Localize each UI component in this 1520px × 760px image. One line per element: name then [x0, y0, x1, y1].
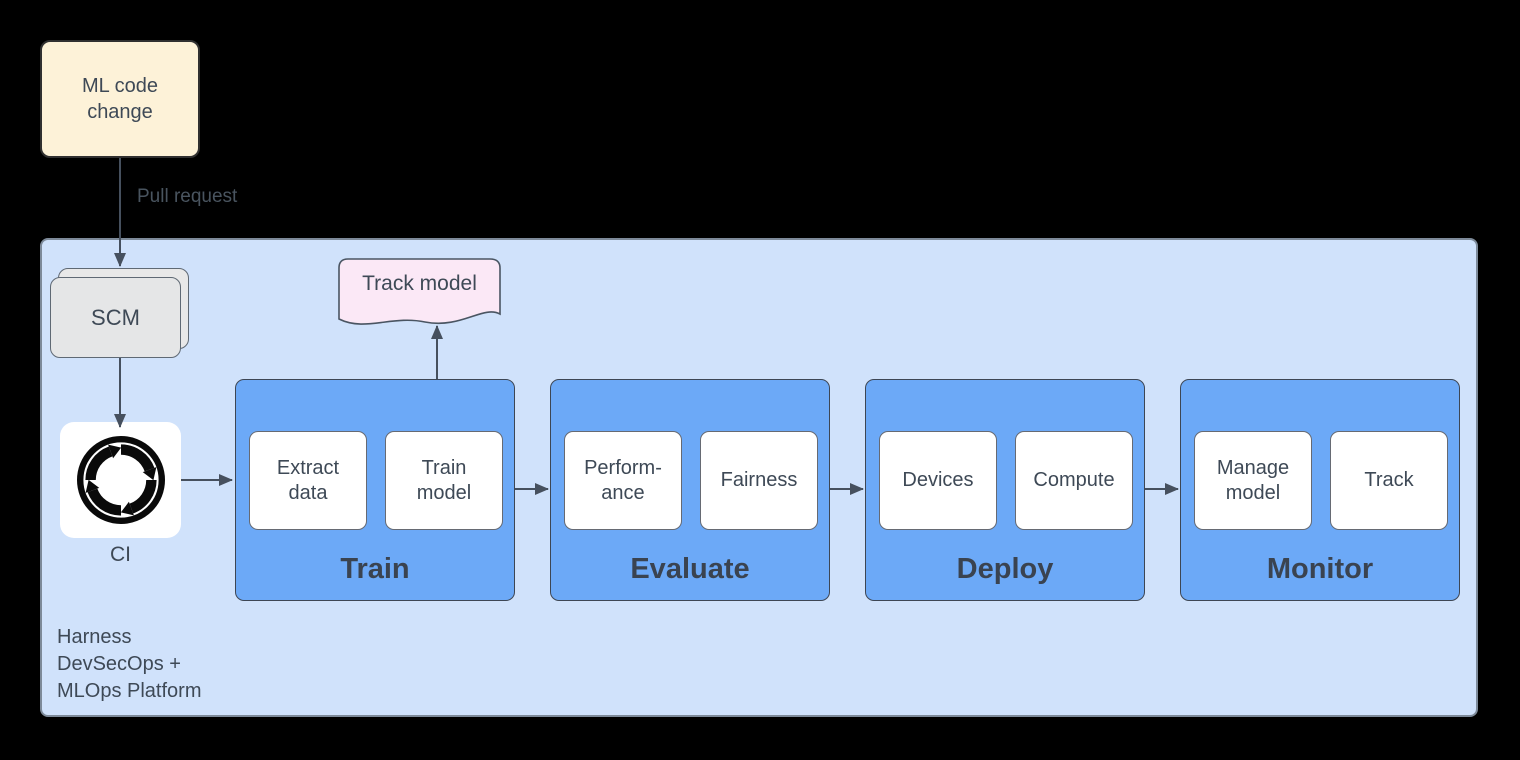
ci-node — [60, 422, 181, 538]
scm-node: SCM — [50, 277, 181, 358]
stage-deploy: Devices Compute Deploy — [865, 379, 1145, 601]
stage-evaluate: Perform- ance Fairness Evaluate — [550, 379, 830, 601]
stage-train: Extract data Train model Train — [235, 379, 515, 601]
stage-item-devices: Devices — [879, 431, 997, 530]
track-model-label: Track model — [362, 272, 477, 295]
stage-title-train: Train — [340, 552, 410, 585]
ci-node-label: CI — [110, 543, 131, 566]
ml-code-change-node: ML code change — [40, 40, 200, 158]
stage-title-evaluate: Evaluate — [630, 552, 750, 585]
stage-item-performance: Perform- ance — [564, 431, 682, 530]
stage-title-monitor: Monitor — [1266, 552, 1374, 585]
stage-item-manage-model: Manage model — [1194, 431, 1312, 530]
stage-item-compute: Compute — [1015, 431, 1133, 530]
cycle-arrows-icon — [76, 436, 165, 524]
stage-item-fairness: Fairness — [700, 431, 818, 530]
stage-item-track: Track — [1330, 431, 1448, 530]
pull-request-edge-label: Pull request — [137, 186, 238, 207]
platform-label: Harness DevSecOps + MLOps Platform — [57, 626, 202, 702]
stage-monitor: Manage model Track Monitor — [1180, 379, 1460, 601]
stage-item-extract-data: Extract data — [249, 431, 367, 530]
stage-title-deploy: Deploy — [956, 552, 1054, 585]
stage-item-train-model: Train model — [385, 431, 503, 530]
track-model-document-shape — [338, 258, 501, 325]
